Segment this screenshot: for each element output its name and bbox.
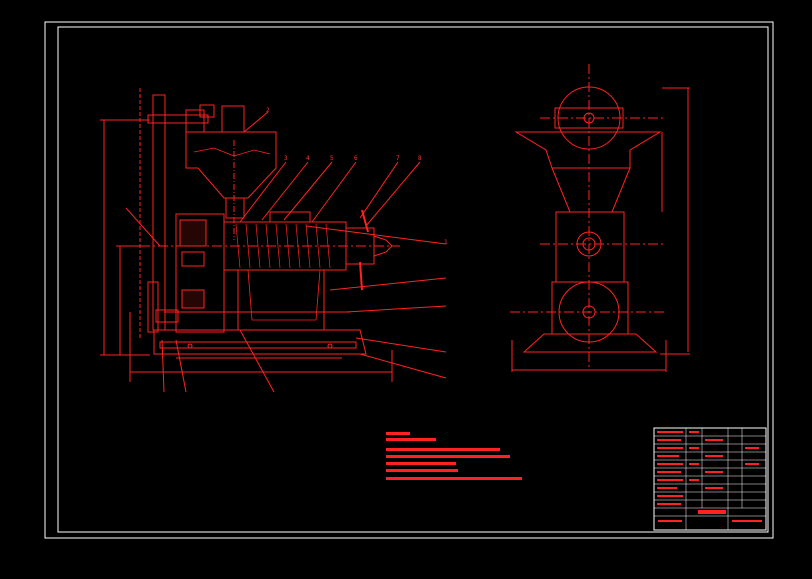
part-number-balloons: 2 3 4 5 6 7 8 1 (266, 107, 448, 246)
part-label: 1 (444, 239, 448, 246)
part-label: 6 (354, 155, 358, 162)
gearbox (175, 213, 225, 333)
front-view (100, 88, 447, 393)
top-pulley (557, 86, 621, 150)
side-body (555, 211, 625, 283)
base-frame (153, 329, 367, 355)
part-label: 3 (284, 155, 288, 162)
oil-tank (237, 269, 325, 331)
inner-frame (57, 26, 769, 533)
bottom-pulley (558, 281, 620, 343)
drive-column (152, 94, 166, 331)
side-hopper (514, 131, 662, 169)
part-label: 5 (330, 155, 334, 162)
outer-border (44, 21, 774, 539)
part-label: 7 (396, 155, 400, 162)
side-base (522, 333, 658, 353)
technical-notes (386, 432, 522, 480)
hopper-top (221, 105, 245, 133)
part-label: 8 (418, 155, 422, 162)
side-view (510, 64, 690, 372)
hopper (185, 131, 277, 199)
title-block (653, 427, 767, 531)
part-label: 2 (266, 107, 270, 114)
part-label: 4 (306, 155, 310, 162)
